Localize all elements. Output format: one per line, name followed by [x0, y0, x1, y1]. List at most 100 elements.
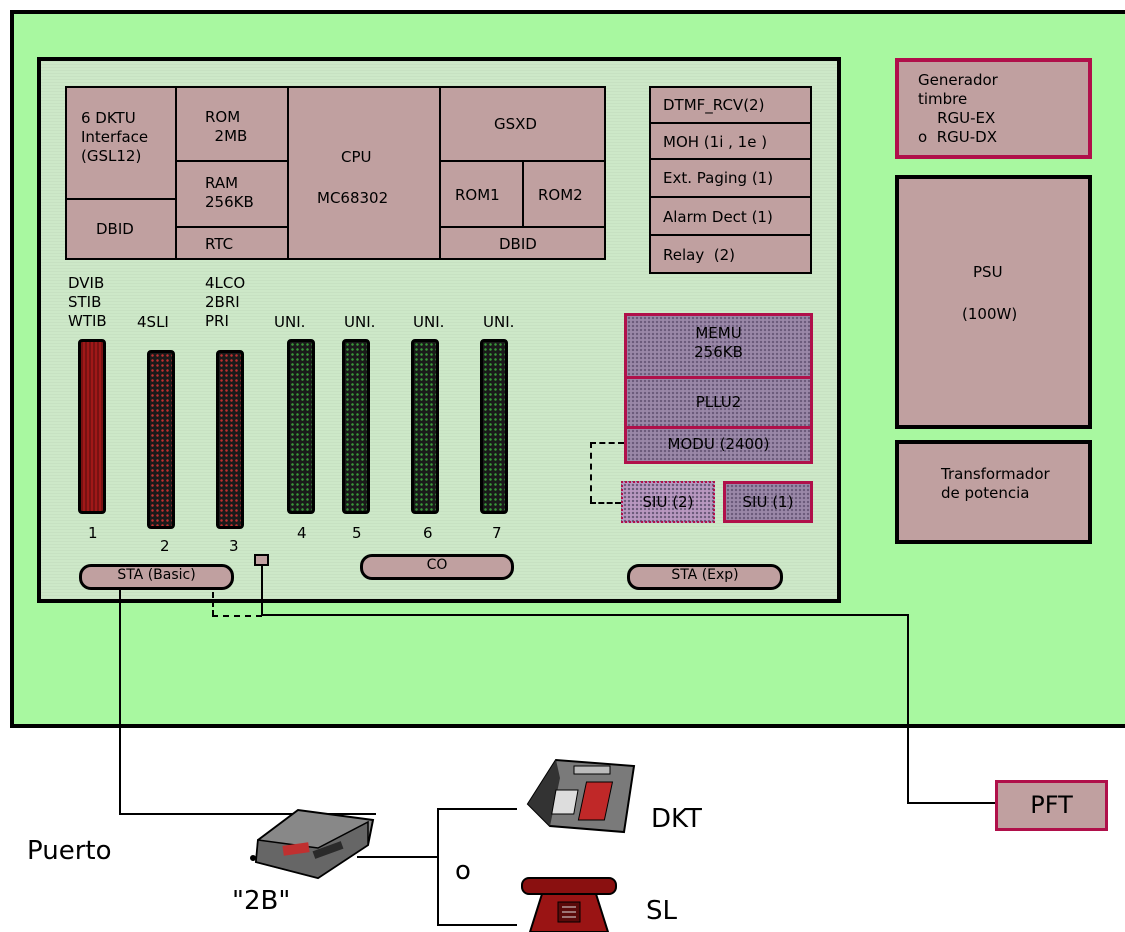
slot-5-label: UNI.	[344, 313, 376, 331]
pft-dashed-horizontal	[212, 615, 262, 617]
sl-telephone-icon	[521, 877, 617, 932]
branch-to-dkt	[437, 808, 517, 810]
pft-label: PFT	[1030, 791, 1073, 819]
option-dtmf: DTMF_RCV(2)	[649, 86, 812, 124]
option-moh: MOH (1i , 1e )	[649, 122, 812, 160]
siu2-label: SIU (2)	[642, 493, 694, 511]
rom2-label: ROM2	[538, 186, 583, 204]
slot-3-connector	[216, 350, 244, 529]
slot-6-number: 6	[423, 524, 433, 542]
pllu2-label: PLLU2	[695, 393, 742, 411]
sta-exp-label: STA (Exp)	[671, 567, 739, 583]
port-label: Puerto	[27, 836, 112, 866]
slot-2-connector	[147, 350, 175, 529]
slot-4-connector	[287, 339, 315, 514]
transformer-label: Transformador de potencia	[941, 465, 1050, 502]
pft-box: PFT	[995, 780, 1108, 831]
sta-exp-connector: STA (Exp)	[627, 564, 783, 590]
slot-2-number: 2	[160, 537, 170, 555]
pllu2-module: PLLU2	[624, 376, 813, 429]
slot-7-connector	[480, 339, 508, 514]
port-telephone-icon	[250, 808, 375, 880]
dbid-right-label: DBID	[499, 235, 537, 253]
modu-label: MODU (2400)	[667, 435, 770, 453]
option-relay-label: Relay (2)	[663, 246, 735, 264]
dbid-left-block: DBID	[65, 198, 177, 260]
option-ext-paging: Ext. Paging (1)	[649, 158, 812, 198]
rom2-block: ROM2	[522, 160, 606, 228]
option-relay: Relay (2)	[649, 234, 812, 274]
rom1-block: ROM1	[439, 160, 524, 228]
modu-module: MODU (2400)	[624, 426, 813, 464]
rtc-block: RTC	[175, 226, 289, 260]
branch-to-sl	[437, 924, 517, 926]
dbid-right-block: DBID	[439, 226, 606, 260]
rtc-label: RTC	[205, 235, 234, 253]
slot-3-label: 4LCO 2BRI PRI	[205, 274, 246, 330]
pft-dashed-vertical	[212, 592, 214, 616]
branch-vertical	[437, 808, 439, 926]
psu-watts-label: (100W)	[962, 305, 1018, 323]
dkt-label: DKT	[651, 804, 702, 834]
option-dtmf-label: DTMF_RCV(2)	[663, 96, 765, 114]
slot-3-number: 3	[229, 537, 239, 555]
rom-block: ROM 2MB	[175, 86, 289, 162]
rom-label: ROM 2MB	[205, 108, 248, 145]
dbid-left-label: DBID	[96, 220, 134, 238]
slot-4-label: UNI.	[274, 313, 306, 331]
siu1-label: SIU (1)	[742, 493, 794, 511]
modu-siu-link-vertical	[590, 442, 592, 502]
pft-wire-horizontal	[261, 614, 909, 616]
modu-siu-link-bottom	[590, 502, 621, 504]
port-name-label: "2B"	[232, 886, 291, 916]
cpu-model-label: MC68302	[317, 189, 389, 207]
ram-label: RAM 256KB	[205, 174, 254, 211]
co-connector: CO	[360, 554, 514, 580]
cpu-block: CPU MC68302	[287, 86, 441, 260]
slot-4-number: 4	[297, 524, 307, 542]
option-alarm: Alarm Dect (1)	[649, 196, 812, 236]
pft-wire-vertical	[261, 564, 263, 616]
sta-wire-vertical	[119, 590, 121, 815]
psu-label: PSU	[973, 263, 1003, 281]
option-ext-paging-label: Ext. Paging (1)	[663, 169, 774, 187]
sta-wire-horizontal	[119, 813, 376, 815]
option-alarm-label: Alarm Dect (1)	[663, 208, 773, 226]
transformer-block: Transformador de potencia	[895, 440, 1092, 544]
memu-label: MEMU 256KB	[694, 324, 743, 361]
slot-1-label: DVIB STIB WTIB	[68, 274, 107, 330]
psu-block: PSU (100W)	[895, 175, 1092, 429]
ring-generator: Generador timbre RGU-EX o RGU-DX	[895, 58, 1092, 159]
memu-module: MEMU 256KB	[624, 313, 813, 379]
sta-basic-connector: STA (Basic)	[79, 564, 234, 590]
gsxd-block: GSXD	[439, 86, 606, 162]
co-label: CO	[426, 557, 448, 573]
rom1-label: ROM1	[455, 186, 500, 204]
dktu-interface-label: 6 DKTU Interface (GSL12)	[81, 109, 149, 165]
modu-siu-link-top	[590, 442, 624, 444]
gsxd-label: GSXD	[494, 115, 537, 133]
sl-label: SL	[646, 896, 677, 926]
cpu-label: CPU	[341, 148, 372, 166]
pft-wire-to-box	[907, 802, 997, 804]
slot-5-number: 5	[352, 524, 362, 542]
siu2-module: SIU (2)	[621, 481, 715, 523]
sta-basic-label: STA (Basic)	[117, 567, 196, 583]
dkt-telephone-icon	[526, 758, 636, 834]
slot-7-number: 7	[492, 524, 502, 542]
slot-5-connector	[342, 339, 370, 514]
dktu-interface-block: 6 DKTU Interface (GSL12)	[65, 86, 177, 200]
slot-7-label: UNI.	[483, 313, 515, 331]
or-label: o	[455, 856, 471, 886]
slot-6-label: UNI.	[413, 313, 445, 331]
phone-wire	[357, 856, 439, 858]
ram-block: RAM 256KB	[175, 160, 289, 228]
slot-1-connector	[78, 339, 106, 514]
siu1-module: SIU (1)	[723, 481, 813, 523]
option-moh-label: MOH (1i , 1e )	[663, 133, 768, 151]
slot-2-label: 4SLI	[137, 313, 169, 331]
pft-wire-down	[907, 614, 909, 804]
ring-generator-label: Generador timbre RGU-EX o RGU-DX	[918, 71, 998, 146]
slot-1-number: 1	[88, 524, 98, 542]
slot-6-connector	[411, 339, 439, 514]
